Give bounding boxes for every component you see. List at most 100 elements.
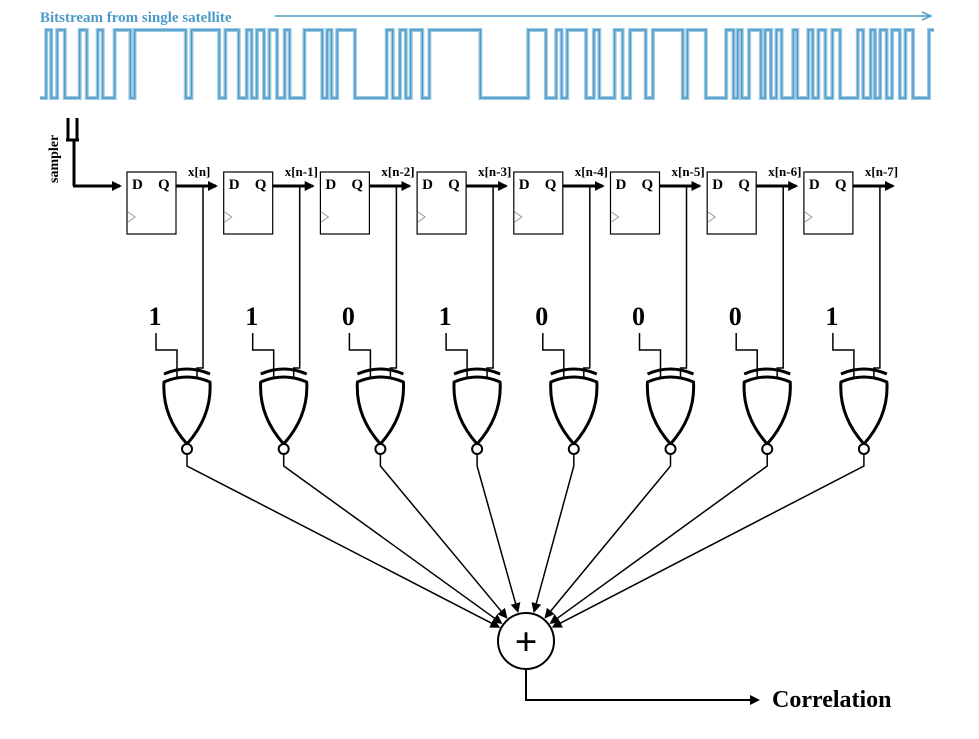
tap-output-label: x[n-4] [575,164,608,179]
clock-triangle-icon [127,211,136,223]
xnor-gate [645,367,696,455]
tap-output-label: x[n-5] [672,164,705,179]
inversion-bubble-icon [567,443,580,455]
clock-triangle-icon [514,211,523,223]
coefficient-bit: 0 [632,302,645,331]
coefficient-bit: 0 [535,302,548,331]
sum-input-wire [476,454,521,614]
tap-output-label: x[n-2] [381,164,414,179]
tap-output-label: x[n-7] [865,164,898,179]
xnor-gate [355,367,406,455]
adder: + [497,612,555,670]
ff-q-label: Q [545,177,557,193]
tap-output-label: x[n-1] [285,164,318,179]
coefficient-wire [445,333,468,380]
coefficient-wire [155,333,178,380]
sum-input-wire [186,454,501,628]
tap-wire [679,186,688,380]
tap-wire [776,186,784,380]
ff-d-label: D [616,177,627,193]
adder-symbol: + [515,619,538,664]
tap-wire [196,186,204,380]
clock-triangle-icon [611,211,620,223]
coefficient-wire [735,333,758,380]
inversion-bubble-icon [471,443,484,455]
ff-d-label: D [712,177,723,193]
xnor-gate [549,367,599,455]
ff-q-label: Q [255,177,267,193]
tap-output-label: x[n-6] [768,164,801,179]
xnor-gate [162,367,212,455]
coefficient-bit: 0 [342,302,355,331]
coefficient-bit: 1 [825,302,838,331]
correlation-label: Correlation [772,687,892,713]
ff-q-label: Q [738,177,750,193]
coefficient-wire [251,333,275,380]
sum-input-wire [379,454,508,619]
tap-wire [292,186,301,380]
ff-d-label: D [325,177,336,193]
ff-q-label: Q [448,177,460,193]
ff-d-label: D [809,177,820,193]
inversion-bubble-icon [374,443,387,455]
tap-output-label: x[n] [188,164,210,179]
tap-wire [583,186,591,380]
correlation-output-line [525,669,760,705]
sum-input-wire [544,454,672,619]
inversion-bubble-icon [181,443,193,455]
coefficient-bit: 1 [439,302,452,331]
ff-q-label: Q [351,177,363,193]
coefficient-wire [638,333,662,380]
clock-triangle-icon [321,211,330,223]
coefficient-bit: 1 [245,302,258,331]
tap-output-label: x[n-3] [478,164,511,179]
coefficient-bit: 1 [149,302,162,331]
xnor-gate [839,367,889,455]
inversion-bubble-icon [664,443,677,455]
sampler [66,118,122,191]
xnor-gate [259,367,309,455]
clock-triangle-icon [224,211,233,223]
clock-triangle-icon [417,211,426,223]
clock-triangle-icon [804,211,813,223]
tap-wire [389,186,398,380]
inversion-bubble-icon [761,443,774,455]
ff-q-label: Q [835,177,847,193]
sum-input-wire [549,454,768,624]
ff-d-label: D [229,177,240,193]
sum-input-wire [282,454,503,624]
xnor-gate [452,367,502,455]
ff-q-label: Q [158,177,170,193]
ff-q-label: Q [642,177,654,193]
bitstream-title: Bitstream from single satellite [40,10,232,26]
sum-input-wire [531,454,575,614]
ff-d-label: D [519,177,530,193]
tap-wire [873,186,881,380]
bitstream-waveform [40,28,934,100]
coefficient-wire [832,333,855,380]
ff-d-label: D [132,177,143,193]
sampler-label: sampler [47,135,62,183]
xnor-gate [742,367,792,455]
coefficient-wire [542,333,565,380]
inversion-bubble-icon [277,443,290,455]
coefficient-wire [348,333,372,380]
coefficient-bit: 0 [729,302,742,331]
clock-triangle-icon [707,211,717,223]
